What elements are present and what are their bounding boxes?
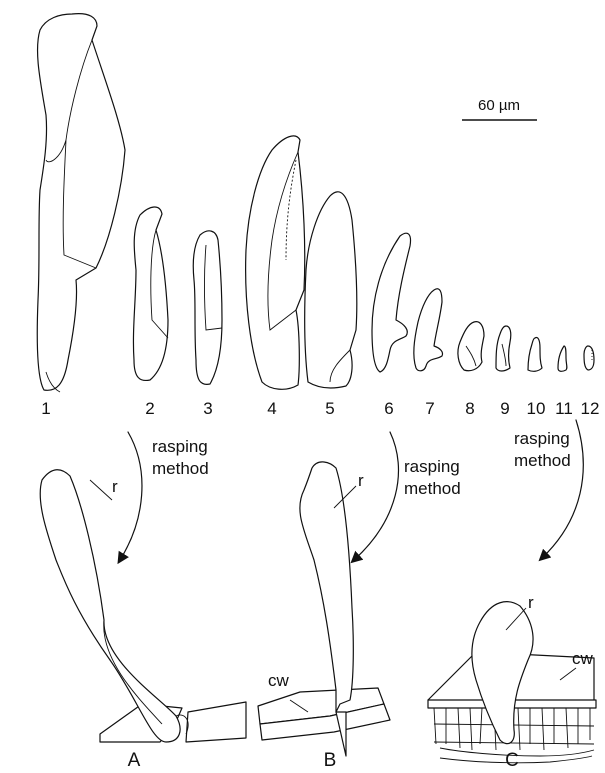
tooth-9-label: 9 [500, 399, 509, 418]
tooth-11-outline [558, 346, 567, 371]
tooth-5-label: 5 [325, 399, 334, 418]
panel-b-r-label: r [358, 471, 364, 490]
tooth-12-outline [584, 346, 594, 370]
tooth-labels: 1 2 3 4 5 6 7 8 9 10 11 12 [41, 399, 599, 418]
rasping-arrow-b [354, 432, 398, 560]
tooth-7-outline [414, 289, 443, 371]
scale-bar: 60 µm [462, 97, 537, 120]
arrow-c-line1: rasping [514, 429, 570, 448]
tooth-3-label: 3 [203, 399, 212, 418]
tooth-2-label: 2 [145, 399, 154, 418]
panel-a-substrate-right [186, 702, 246, 742]
panel-a-r-label: r [112, 477, 118, 496]
tooth-10-outline [528, 337, 542, 371]
tooth-7-label: 7 [425, 399, 434, 418]
panel-a: r A [40, 470, 246, 771]
panel-c-r-label: r [528, 593, 534, 612]
panel-c: r cw C [428, 593, 596, 771]
tooth-3-outline [193, 231, 222, 385]
arrow-c-line2: method [514, 451, 571, 470]
panel-b-tooth [300, 462, 353, 712]
panel-b-cw-label: cw [268, 671, 290, 690]
panel-a-tooth [40, 470, 180, 742]
tooth-6-label: 6 [384, 399, 393, 418]
tooth-12-label: 12 [581, 399, 600, 418]
tooth-11-label: 11 [555, 399, 573, 418]
tooth-4-label: 4 [267, 399, 276, 418]
tooth-8-label: 8 [465, 399, 474, 418]
arrow-a-line2: method [152, 459, 209, 478]
panel-c-label: C [505, 750, 519, 771]
tooth-6-outline [372, 233, 411, 372]
scale-bar-label: 60 µm [478, 97, 520, 114]
tooth-1-inner-line [46, 40, 96, 268]
panel-a-label: A [128, 750, 141, 771]
tooth-8-outline [458, 322, 484, 371]
panel-c-cw-label: cw [572, 649, 594, 668]
tooth-1-label: 1 [41, 399, 50, 418]
panel-b-label: B [324, 750, 337, 771]
arrow-b-line1: rasping [404, 457, 460, 476]
tooth-4-outline [246, 136, 305, 389]
tooth-10-label: 10 [527, 399, 546, 418]
arrow-a-line1: rasping [152, 437, 208, 456]
tooth-5-outline [305, 192, 357, 388]
arrow-b-line2: method [404, 479, 461, 498]
rasping-arrow-a [120, 432, 142, 560]
panel-b: r cw B [258, 462, 390, 771]
